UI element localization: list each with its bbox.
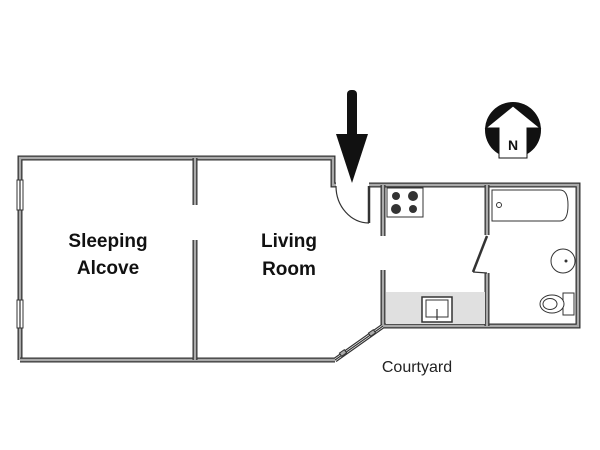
living-room-label-line2: Room [262,259,316,280]
bathroom-door [471,235,489,274]
north-label: N [508,137,518,153]
bathtub-icon [491,189,569,222]
entrance-door [335,185,371,224]
courtyard-label: Courtyard [382,359,452,376]
north-compass-icon: N [484,102,542,159]
courtyard-window [333,323,385,363]
sleeping-alcove-label-line1: Sleeping [68,231,147,252]
sleeping-alcove-label-line2: Alcove [77,258,139,279]
sink-icon [421,296,453,323]
toilet-icon [539,292,575,316]
entrance-arrow-icon [336,90,368,183]
washbasin-icon [550,248,576,274]
walls [17,155,581,363]
living-room-label-line1: Living [261,231,317,252]
stove-icon [386,187,424,218]
windows [16,179,24,329]
